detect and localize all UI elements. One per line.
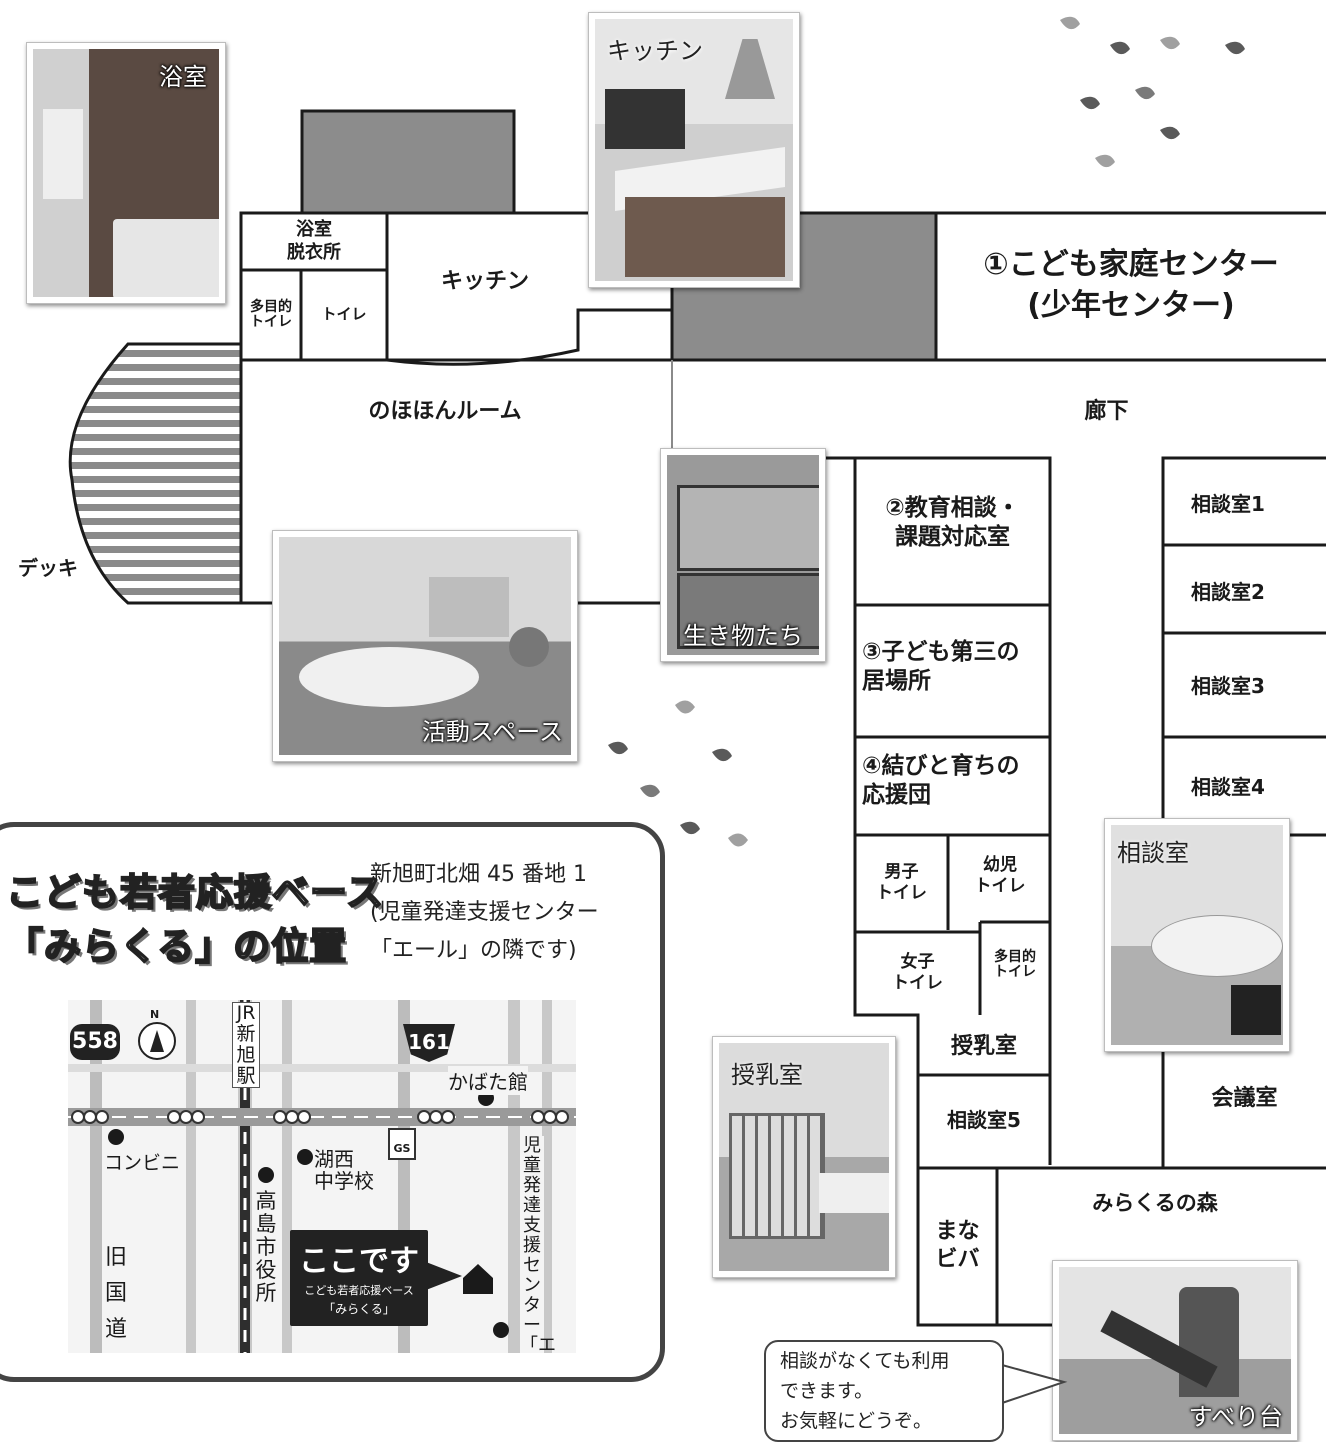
photo-nursing-room: 授乳室: [712, 1036, 896, 1278]
gray-block-top: [300, 109, 516, 215]
map-yell-center-label: 児童発達支援センター「エール」: [520, 1136, 556, 1353]
room-toilet: トイレ: [321, 305, 367, 323]
compass-label: N: [150, 1008, 160, 1021]
deck: デッキ: [18, 556, 78, 580]
photo-consult-room: 相談室: [1104, 818, 1290, 1052]
speech-line-2: できます。: [780, 1380, 874, 1402]
map-kabata-label: かばた館: [448, 1066, 528, 1095]
photo-creatures-caption: 生き物たち: [683, 622, 803, 650]
photo-creatures: 生き物たち: [660, 448, 826, 662]
speech-line-1: 相談がなくても利用: [780, 1350, 950, 1372]
room-support-team: ④結びと育ちの 応援団: [862, 753, 1020, 808]
photo-kitchen: キッチン: [588, 12, 800, 288]
room-girls-toilet: 女子 トイレ: [892, 952, 943, 994]
here-sub-2: 「みらくる」: [323, 1302, 395, 1316]
photo-activity-space: 活動スペース: [272, 530, 578, 762]
photo-bath: 浴室: [26, 42, 226, 304]
deck-area: [68, 342, 243, 605]
corridor: 廊下: [1084, 399, 1129, 424]
route-558-shield: 558: [70, 1024, 120, 1060]
photo-slide-caption: すべり台: [1188, 1403, 1283, 1431]
address-line-1: 新旭町北畑 45 番地 1: [370, 862, 587, 887]
room-manabiba: まな ビバ: [935, 1219, 980, 1272]
address-line-3: 「エール」の隣です): [370, 938, 577, 963]
room-mirakuru-forest: みらくるの森: [1092, 1191, 1218, 1215]
photo-kitchen-caption: キッチン: [607, 37, 703, 65]
speech-bubble: 相談がなくても利用 できます。 お気軽にどうぞ。: [764, 1340, 1004, 1442]
address-line-2: (児童発達支援センター: [370, 900, 599, 925]
room-boys-toilet: 男子 トイレ: [876, 862, 927, 904]
photo-nursing-caption: 授乳室: [731, 1061, 803, 1089]
room-bath-dressing: 浴室 脱衣所: [287, 219, 341, 263]
area-map: 558 N 161 JR新旭駅 かばた館 コンビニ GS 湖西 中学校 高島市役…: [68, 1000, 576, 1353]
room-consult-3: 相談室3: [1191, 674, 1265, 698]
room-nursing: 授乳室: [950, 1034, 1017, 1059]
room-nohohon: のほほんルーム: [368, 399, 522, 424]
room-third-place: ③子ども第三の 居場所: [862, 639, 1020, 694]
map-station-label: JR新旭駅: [232, 1002, 260, 1088]
photo-activity-caption: 活動スペース: [421, 718, 563, 746]
room-consult-4: 相談室4: [1191, 775, 1265, 799]
room-meeting: 会議室: [1211, 1086, 1278, 1111]
photo-bath-caption: 浴室: [159, 63, 207, 91]
location-title-line-2: 「みらくる」の位置: [5, 924, 348, 969]
room-kitchen: キッチン: [440, 269, 529, 294]
compass-icon: [138, 1022, 176, 1060]
room-consult-5: 相談室5: [947, 1108, 1021, 1132]
here-marker: ここです こども若者応援ベース 「みらくる」: [290, 1230, 428, 1326]
room-consult-2: 相談室2: [1191, 580, 1265, 604]
room-multipurpose-toilet: 多目的 トイレ: [250, 299, 292, 331]
photo-consult-caption: 相談室: [1117, 839, 1189, 867]
map-school-label: 湖西 中学校: [314, 1147, 374, 1193]
room-education-consult: ②教育相談・ 課題対応室: [885, 495, 1020, 550]
map-convenience-label: コンビニ: [104, 1148, 181, 1175]
room-child-family-center: ①こども家庭センター (少年センター): [983, 247, 1279, 323]
room-consult-1: 相談室1: [1191, 492, 1265, 516]
here-sub-1: こども若者応援ベース: [304, 1284, 414, 1297]
here-pointer: [426, 1262, 462, 1290]
map-city-hall-label: 高島市役所: [254, 1189, 278, 1305]
speech-bubble-tail: [1001, 1364, 1068, 1404]
here-label: ここです: [299, 1244, 419, 1279]
location-title-line-1: こども若者応援ベース: [5, 870, 385, 915]
map-gs-icon: GS: [388, 1128, 416, 1160]
speech-line-3: お気軽にどうぞ。: [780, 1410, 933, 1432]
room-multipurpose-toilet-2: 多目的 トイレ: [994, 949, 1036, 981]
map-old-road-label: 旧国道: [104, 1240, 128, 1348]
photo-slide: すべり台: [1052, 1260, 1298, 1441]
room-toddler-toilet: 幼児 トイレ: [974, 855, 1026, 897]
